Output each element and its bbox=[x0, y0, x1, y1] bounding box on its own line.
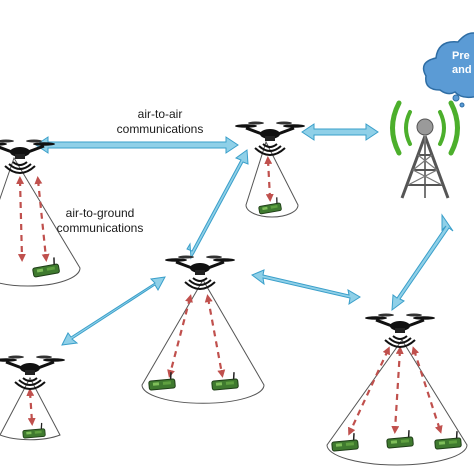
air-to-ground-label: air-to-ground communications bbox=[40, 206, 160, 236]
ground-arrow bbox=[411, 346, 443, 434]
ground-arrow bbox=[16, 176, 26, 262]
tower-link-1 bbox=[301, 123, 379, 141]
ground-arrow bbox=[34, 176, 50, 262]
ground-arrow bbox=[167, 294, 193, 378]
ground-arrow bbox=[204, 294, 226, 378]
ground-arrow bbox=[391, 346, 404, 434]
drone-icon bbox=[363, 312, 437, 349]
drone-icon bbox=[0, 138, 57, 175]
air-to-air-label: air-to-air communications bbox=[100, 107, 220, 137]
air-to-air-label-line1: air-to-air bbox=[137, 107, 183, 121]
air-to-ground-label-line1: air-to-ground bbox=[65, 206, 135, 220]
tower-link-2 bbox=[391, 213, 454, 312]
ground-arrows bbox=[16, 156, 443, 436]
drone-icon bbox=[233, 120, 307, 157]
air-to-air-link-4 bbox=[251, 269, 361, 306]
air-to-air-link-3 bbox=[61, 276, 166, 346]
air-to-ground-label-line2: communications bbox=[56, 221, 144, 235]
drone-icon bbox=[163, 254, 237, 291]
cloud-icon bbox=[422, 32, 474, 108]
ground-arrow bbox=[26, 388, 36, 426]
air-to-air-link-2 bbox=[186, 149, 249, 260]
drone-icon bbox=[0, 354, 67, 391]
cloud-label-line2: and bbox=[452, 64, 472, 76]
cloud-label: Pre and bbox=[452, 49, 472, 77]
ground-arrow bbox=[348, 346, 390, 436]
cell-tower-icon bbox=[390, 100, 460, 199]
cloud-label-line1: Pre bbox=[452, 50, 470, 62]
air-to-air-label-line2: communications bbox=[116, 122, 204, 136]
air-to-air-link-1 bbox=[35, 136, 239, 154]
